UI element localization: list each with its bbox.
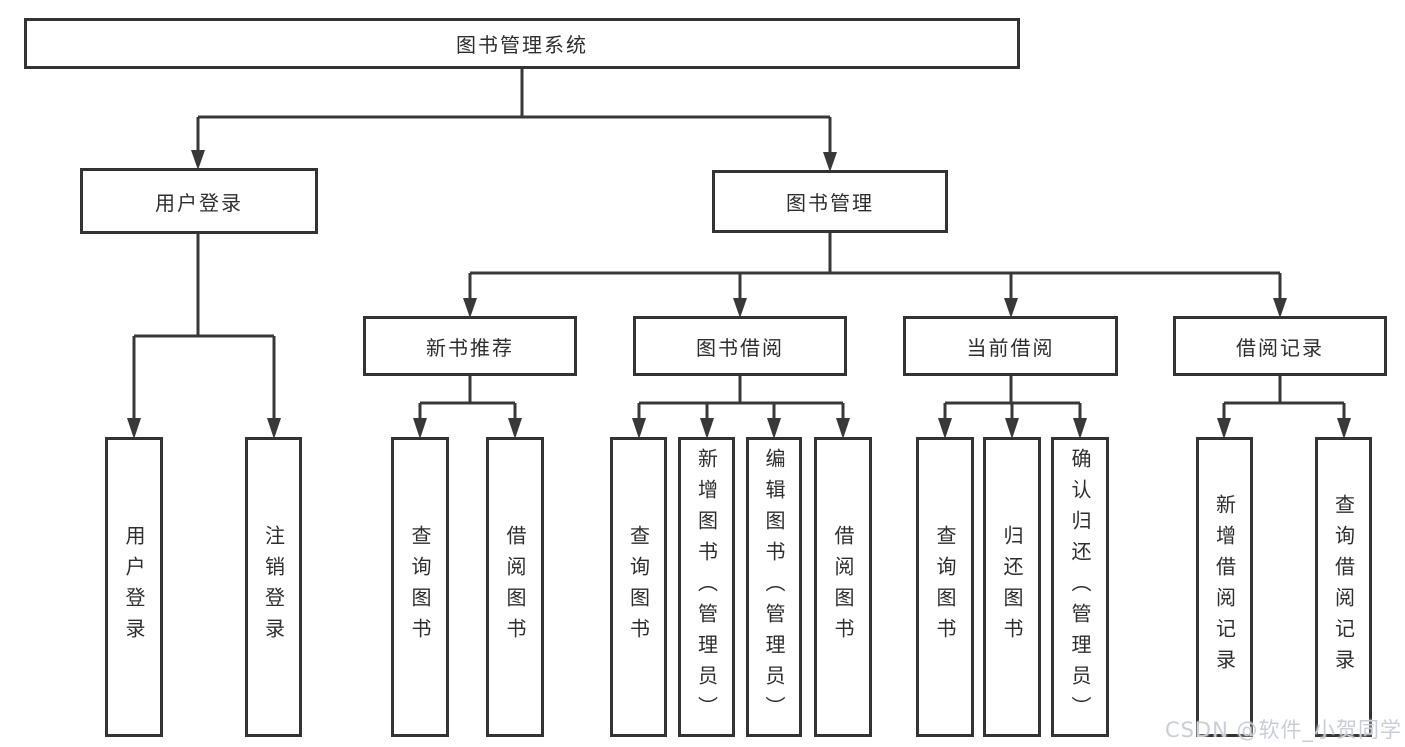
node-book-management: 图书管理 (712, 170, 948, 233)
connector-root-to-level2 (191, 69, 837, 172)
node-book-borrowing-label: 图书借阅 (696, 335, 784, 360)
node-root-label: 图书管理系统 (456, 33, 588, 57)
leaf-confirm-return-admin: 确认归还（管理员） (1051, 437, 1109, 737)
leaf-logout: 注销登录 (245, 437, 302, 737)
node-user-login-label: 用户登录 (155, 190, 243, 215)
leaf-query-borrow-record: 查询借阅记录 (1315, 437, 1372, 737)
leaf-query-books-3: 查询图书 (916, 437, 974, 737)
leaf-query-books-1-label: 查询图书 (408, 525, 432, 649)
leaf-confirm-return-admin-label: 确认归还（管理员） (1068, 447, 1092, 727)
leaf-borrow-books-2-label: 借阅图书 (831, 525, 855, 649)
node-book-management-label: 图书管理 (786, 191, 874, 215)
node-new-book-recommend: 新书推荐 (363, 316, 577, 376)
leaf-user-login-label: 用户登录 (122, 525, 146, 649)
leaf-add-borrow-record-label: 新增借阅记录 (1212, 494, 1237, 680)
leaf-edit-books-admin: 编辑图书（管理员） (746, 437, 802, 737)
node-new-book-recommend-label: 新书推荐 (426, 335, 514, 360)
connector-user-login-children (127, 234, 281, 439)
leaf-query-books-2: 查询图书 (610, 437, 667, 737)
node-user-login: 用户登录 (80, 168, 318, 234)
node-borrow-records-label: 借阅记录 (1236, 335, 1324, 360)
node-current-borrowing-label: 当前借阅 (966, 335, 1055, 360)
node-book-borrowing: 图书借阅 (633, 316, 847, 376)
leaf-add-borrow-record: 新增借阅记录 (1196, 437, 1253, 737)
leaf-borrow-books-2: 借阅图书 (814, 437, 872, 737)
leaf-return-books-label: 归还图书 (1000, 525, 1024, 649)
leaf-query-borrow-record-label: 查询借阅记录 (1331, 494, 1356, 680)
leaf-user-login: 用户登录 (105, 437, 163, 737)
connector-current-borrow-children (938, 376, 1087, 439)
leaf-return-books: 归还图书 (983, 437, 1041, 737)
connector-new-books-children (413, 376, 522, 439)
leaf-logout-label: 注销登录 (261, 525, 286, 649)
leaf-borrow-books-1-label: 借阅图书 (503, 525, 527, 649)
leaf-query-books-2-label: 查询图书 (626, 525, 651, 649)
leaf-borrow-books-1: 借阅图书 (486, 437, 544, 737)
leaf-query-books-3-label: 查询图书 (933, 525, 957, 649)
node-current-borrowing: 当前借阅 (903, 316, 1118, 376)
node-borrow-records: 借阅记录 (1173, 316, 1387, 376)
connector-borrow-records-children (1217, 376, 1351, 439)
leaf-query-books-1: 查询图书 (391, 437, 449, 737)
node-root: 图书管理系统 (24, 18, 1020, 69)
leaf-edit-books-admin-label: 编辑图书（管理员） (762, 447, 786, 727)
connector-book-borrow-children (632, 376, 850, 439)
connector-book-mgmt-children (463, 233, 1287, 318)
leaf-add-books-admin: 新增图书（管理员） (678, 437, 735, 737)
leaf-add-books-admin-label: 新增图书（管理员） (694, 447, 719, 727)
